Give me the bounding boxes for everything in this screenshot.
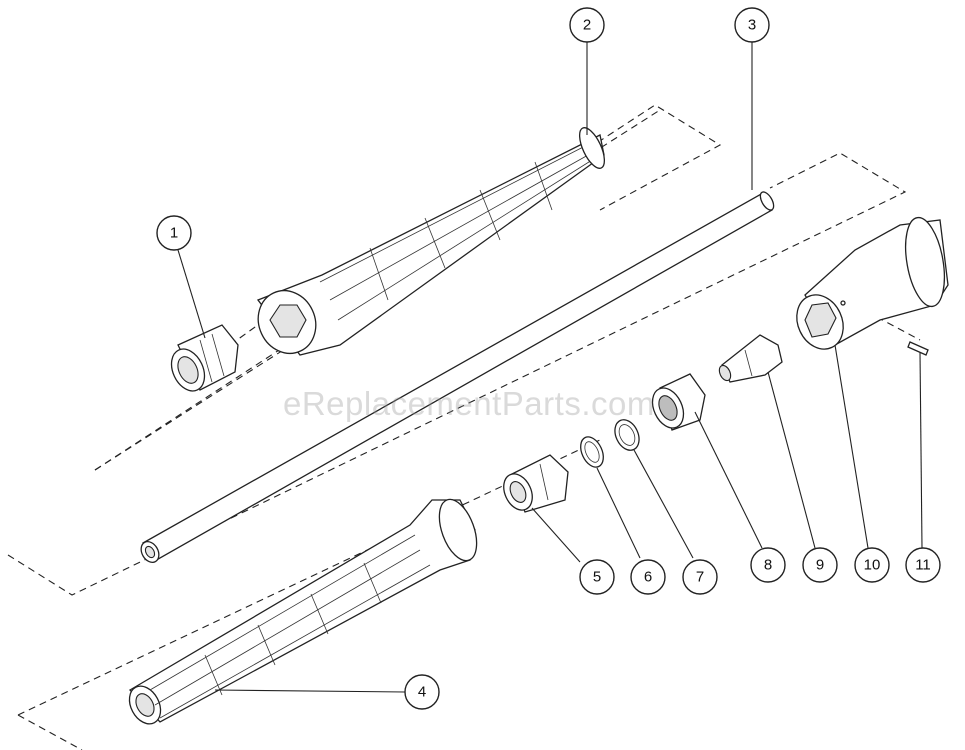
svg-text:8: 8 bbox=[764, 557, 772, 574]
callout-10: 10 bbox=[854, 547, 890, 583]
fitting-nut[interactable] bbox=[165, 324, 239, 396]
svg-text:6: 6 bbox=[644, 569, 652, 586]
callout-7: 7 bbox=[682, 559, 718, 595]
leader-lines bbox=[177, 42, 923, 693]
svg-text:1: 1 bbox=[170, 225, 178, 242]
adapter-fitting[interactable] bbox=[498, 454, 569, 515]
retaining-ring[interactable] bbox=[576, 433, 608, 470]
svg-text:9: 9 bbox=[816, 557, 824, 574]
svg-text:5: 5 bbox=[593, 569, 601, 586]
upper-grip-handle[interactable] bbox=[248, 124, 609, 363]
svg-text:7: 7 bbox=[696, 569, 704, 586]
svg-text:11: 11 bbox=[915, 557, 931, 574]
lower-grip-handle[interactable] bbox=[123, 494, 484, 729]
pin[interactable] bbox=[907, 341, 929, 356]
callout-3: 3 bbox=[734, 7, 770, 43]
coupling-nut[interactable] bbox=[646, 373, 706, 433]
callout-4: 4 bbox=[404, 674, 440, 710]
callout-9: 9 bbox=[802, 547, 838, 583]
svg-text:2: 2 bbox=[583, 17, 591, 34]
svg-text:10: 10 bbox=[864, 557, 881, 574]
svg-text:4: 4 bbox=[418, 684, 426, 701]
callout-1: 1 bbox=[156, 215, 192, 251]
svg-text:3: 3 bbox=[748, 17, 756, 34]
tip-adapter[interactable] bbox=[717, 334, 783, 383]
extension-tube[interactable] bbox=[138, 190, 777, 566]
callout-5: 5 bbox=[579, 559, 615, 595]
callout-11: 11 bbox=[905, 547, 941, 583]
o-ring[interactable] bbox=[610, 416, 643, 454]
callout-6: 6 bbox=[630, 559, 666, 595]
callout-8: 8 bbox=[750, 547, 786, 583]
guard-bell[interactable] bbox=[788, 215, 950, 357]
callout-2: 2 bbox=[569, 7, 605, 43]
